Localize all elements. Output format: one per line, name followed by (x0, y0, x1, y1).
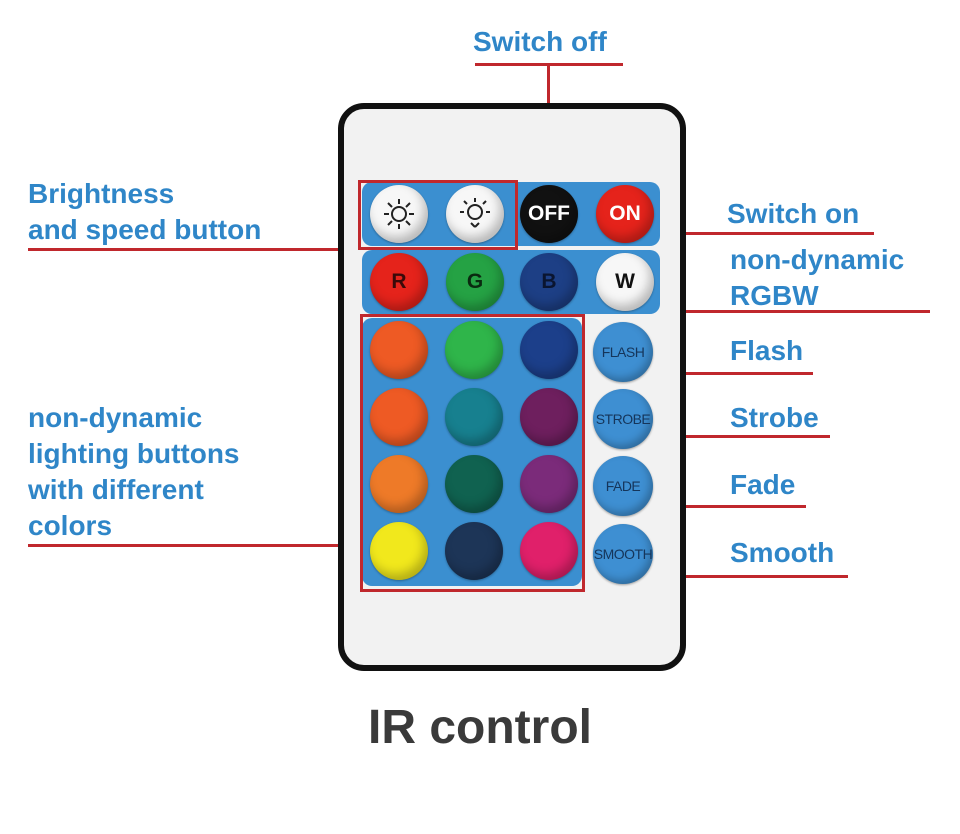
blue-button[interactable]: B (520, 253, 578, 311)
fade-callout-line (650, 505, 806, 508)
lighting-label-line1: non-dynamic (28, 402, 203, 433)
red-button[interactable]: R (370, 253, 428, 311)
lighting-callout-line (28, 544, 364, 547)
color-button[interactable] (520, 321, 578, 379)
page-title: IR control (368, 701, 592, 754)
color-button[interactable] (445, 455, 503, 513)
brightness-up-button[interactable] (370, 185, 428, 243)
green-button[interactable]: G (446, 253, 504, 311)
brightness-highlight-box (358, 180, 518, 250)
on-button[interactable]: ON (596, 185, 654, 243)
flash-button[interactable]: FLASH (593, 322, 653, 382)
color-button[interactable] (370, 522, 428, 580)
color-button[interactable] (520, 522, 578, 580)
smooth-callout-line (650, 575, 848, 578)
lighting-label-line4: colors (28, 510, 113, 541)
brightness-label-line2: and speed button (28, 214, 262, 245)
sun-down-icon (460, 198, 490, 228)
brightness-label-line1: Brightness (28, 178, 175, 209)
switch-off-label: Switch off (473, 26, 607, 57)
smooth-button[interactable]: SMOOTH (593, 524, 653, 584)
color-button[interactable] (370, 388, 428, 446)
rgbw-label-line1: non-dynamic (730, 244, 905, 275)
smooth-label: Smooth (730, 537, 835, 568)
color-button[interactable] (445, 522, 503, 580)
color-button[interactable] (370, 321, 428, 379)
rgbw-label-line2: RGBW (730, 280, 819, 311)
color-button[interactable] (370, 455, 428, 513)
color-button[interactable] (520, 388, 578, 446)
switch-on-callout-line (648, 232, 874, 235)
switch-on-label: Switch on (727, 198, 860, 229)
color-grid-highlight-box (360, 314, 585, 592)
flash-callout-line (650, 372, 813, 375)
strobe-label: Strobe (730, 402, 819, 433)
color-button[interactable] (445, 321, 503, 379)
strobe-button[interactable]: STROBE (593, 389, 653, 449)
fade-label: Fade (730, 469, 796, 500)
rgbw-callout-line (645, 310, 930, 313)
flash-label: Flash (730, 335, 804, 366)
color-button[interactable] (520, 455, 578, 513)
color-button[interactable] (445, 388, 503, 446)
strobe-callout-line (650, 435, 830, 438)
white-button[interactable]: W (596, 253, 654, 311)
sun-up-icon (384, 199, 414, 229)
lighting-label-line3: with different (28, 474, 204, 505)
off-button[interactable]: OFF (520, 185, 578, 243)
fade-button[interactable]: FADE (593, 456, 653, 516)
lighting-label-line2: lighting buttons (28, 438, 240, 469)
brightness-down-button[interactable] (446, 185, 504, 243)
brightness-callout-line (28, 248, 364, 251)
